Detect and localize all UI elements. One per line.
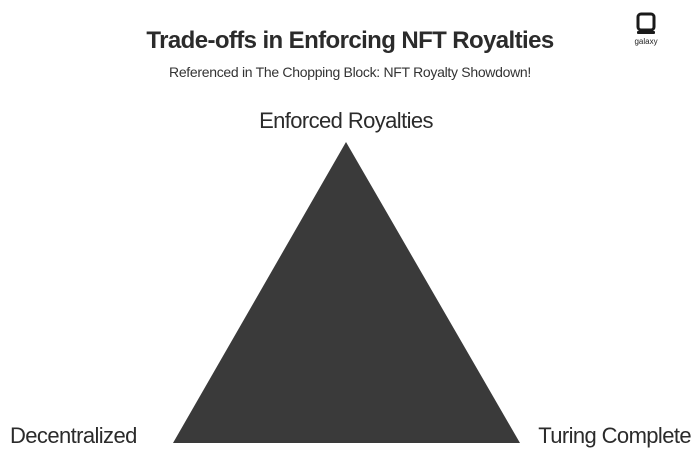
logo-text: galaxy [634, 37, 658, 46]
brand-logo: galaxy [628, 12, 664, 46]
galaxy-logo-icon [636, 12, 656, 34]
page-subtitle: Referenced in The Chopping Block: NFT Ro… [169, 64, 531, 80]
triangle-shape [173, 142, 520, 443]
vertex-label-top: Enforced Royalties [259, 108, 433, 133]
vertex-label-left: Decentralized [10, 423, 137, 448]
vertex-label-right: Turing Complete [538, 423, 691, 448]
page-title: Trade-offs in Enforcing NFT Royalties [146, 27, 554, 54]
